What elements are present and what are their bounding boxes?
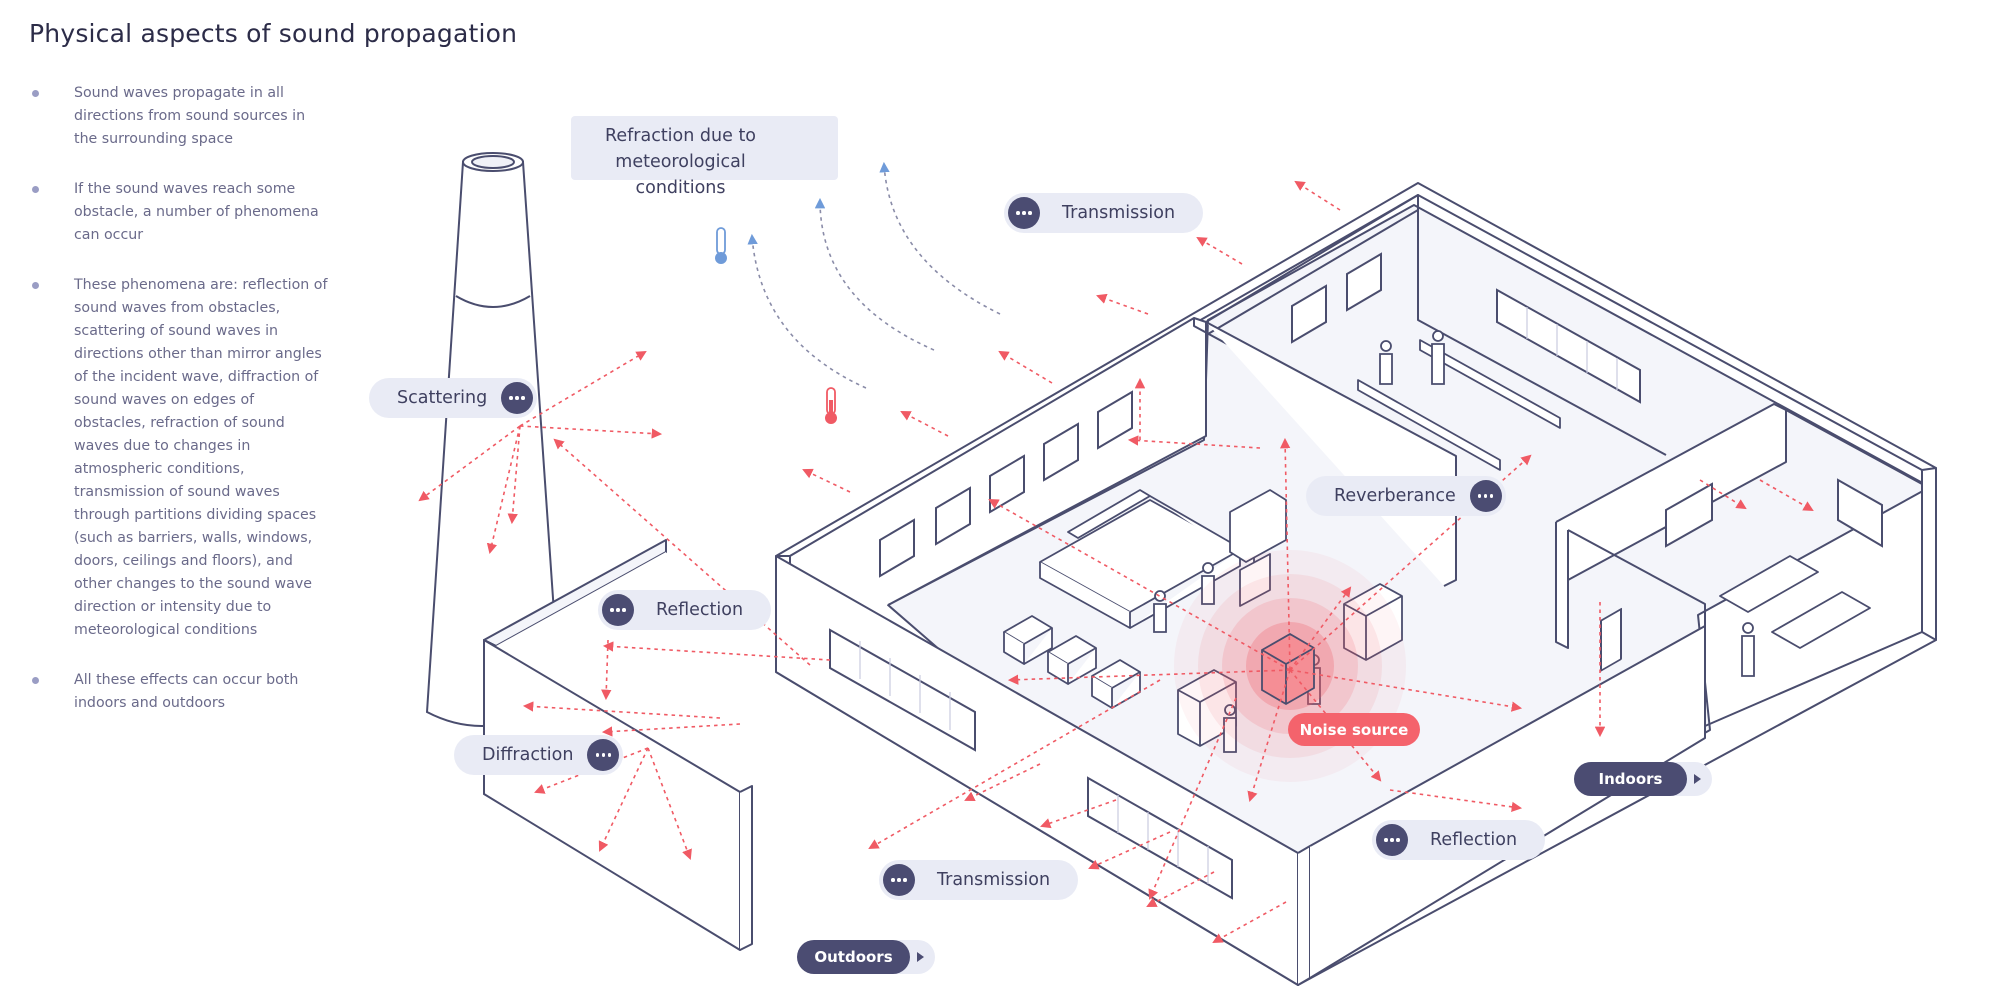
ellipsis-icon[interactable]	[587, 739, 620, 771]
play-triangle-icon	[917, 952, 924, 962]
ellipsis-icon[interactable]	[883, 864, 915, 896]
list-item: Sound waves propagate in all directions …	[29, 82, 349, 151]
scattering-text: Scattering	[397, 388, 488, 408]
thermometer-hot-icon	[825, 387, 837, 424]
windows	[829, 252, 1883, 900]
indoors-button[interactable]: Indoors	[1574, 762, 1712, 796]
reflection-right-text: Reflection	[1430, 830, 1518, 850]
ellipsis-icon[interactable]	[1008, 197, 1040, 229]
ellipsis-icon[interactable]	[602, 594, 634, 626]
ellipsis-icon[interactable]	[1469, 480, 1502, 512]
intro-list: Sound waves propagate in all directions …	[29, 82, 349, 742]
list-item-text: These phenomena are: reflection of sound…	[74, 277, 328, 638]
transmission-top-text: Transmission	[1062, 203, 1176, 223]
list-item: All these effects can occur both indoors…	[29, 669, 349, 715]
reverberance-label[interactable]: Reverberance	[1306, 476, 1506, 516]
noise-source-label[interactable]: Noise source	[1288, 713, 1420, 746]
list-item: If the sound waves reach some obstacle, …	[29, 178, 349, 247]
list-item: These phenomena are: reflection of sound…	[29, 274, 349, 642]
transmission-bottom-text: Transmission	[937, 870, 1051, 890]
reflection-left-label[interactable]: Reflection	[598, 590, 772, 630]
page-title: Physical aspects of sound propagation	[29, 19, 518, 48]
list-item-text: All these effects can occur both indoors…	[74, 672, 299, 711]
list-item-text: If the sound waves reach some obstacle, …	[74, 181, 319, 243]
scattering-label[interactable]: Scattering	[369, 378, 538, 418]
reflection-left-text: Reflection	[656, 600, 744, 620]
reflection-right-label[interactable]: Reflection	[1372, 820, 1546, 860]
list-item-text: Sound waves propagate in all directions …	[74, 85, 306, 147]
window-panes	[859, 307, 1618, 884]
thermometer-cold-icon	[715, 227, 727, 264]
diffraction-label[interactable]: Diffraction	[454, 735, 624, 775]
transmission-bottom-label[interactable]: Transmission	[879, 860, 1079, 900]
play-triangle-icon	[1694, 774, 1701, 784]
transmission-top-label[interactable]: Transmission	[1004, 193, 1204, 233]
noise-glow	[1174, 550, 1406, 782]
sound-wave-arrows	[418, 180, 1814, 944]
ellipsis-icon[interactable]	[501, 382, 534, 414]
indoors-text: Indoors	[1574, 762, 1687, 796]
machinery	[1003, 339, 1871, 747]
diffraction-text: Diffraction	[482, 745, 574, 765]
outdoors-button[interactable]: Outdoors	[797, 940, 935, 974]
outdoors-text: Outdoors	[797, 940, 910, 974]
refraction-arrows	[747, 161, 1001, 389]
refraction-label-text: Refraction due to meteorological conditi…	[604, 126, 757, 198]
refraction-label[interactable]: Refraction due to meteorological conditi…	[571, 116, 838, 198]
ellipsis-icon[interactable]	[1376, 824, 1408, 856]
reverberance-text: Reverberance	[1334, 486, 1456, 506]
